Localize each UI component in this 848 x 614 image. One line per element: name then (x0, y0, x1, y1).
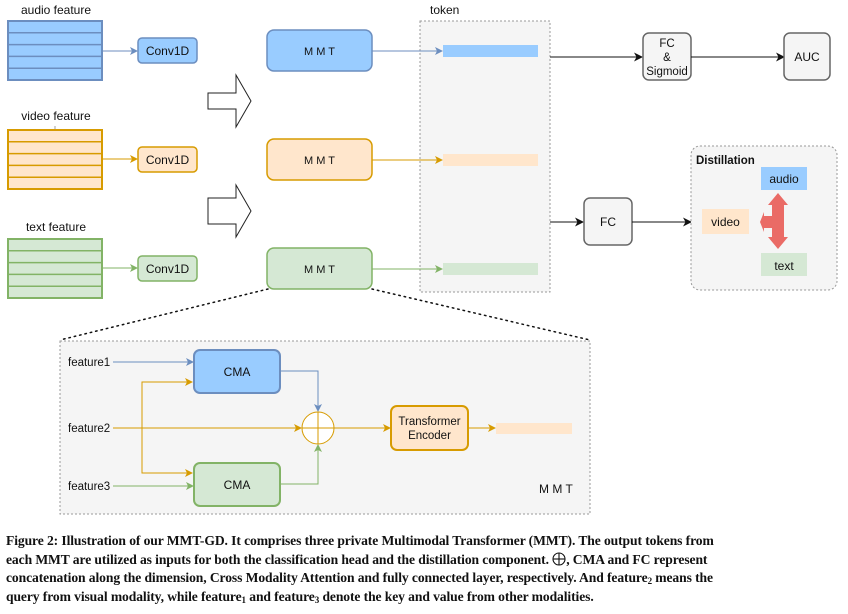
token-group: token (419, 3, 551, 293)
audio-feature-label: audio feature (21, 3, 91, 17)
distill-audio-label: audio (769, 172, 799, 186)
token-group-label: token (430, 3, 459, 17)
distillation-title: Distillation (696, 155, 755, 167)
video-conv1d-label: Conv1D (146, 153, 190, 167)
video-mmt-label: M M T (304, 155, 335, 167)
caption-line-3-tail: means the (651, 570, 713, 585)
distill-video-label: video (711, 215, 740, 229)
caption-line-4-tail: denote the key and value from other moda… (319, 588, 594, 604)
caption-subscript: 3 (314, 594, 320, 605)
transformer-encoder-box: Transformer Encoder (390, 405, 469, 451)
video-row: video feature Conv1D M M T (7, 109, 373, 190)
distill-text-label: text (774, 259, 794, 273)
concat-oplus-icon (301, 411, 335, 445)
caption-line-4-text: query from visual modality, while featur… (6, 588, 242, 604)
audio-conv1d-label: Conv1D (146, 44, 190, 58)
audio-conv1d-box: Conv1D (137, 37, 198, 64)
text-mmt-box: M M T (266, 247, 373, 290)
audio-mmt-label: M M T (304, 46, 335, 58)
oplus-icon (552, 551, 566, 566)
caption-line-1: Figure 2: Illustration of our MMT-GD. It… (6, 533, 714, 548)
cma-top-box: CMA (193, 349, 281, 394)
feature2-branch-to-cmas (141, 378, 193, 428)
mmt-detail-group-label: M M T (539, 482, 573, 496)
distill-fc-label: FC (600, 215, 616, 229)
caption-line-2-text: each MMT are utilized as inputs for both… (6, 551, 549, 567)
feature1-label: feature1 (68, 357, 110, 369)
feature2-branch-to-cma-bottom (141, 428, 193, 477)
video-mmt-box: M M T (266, 138, 373, 181)
text-token (443, 263, 538, 275)
encoder-label-line1: Transformer (398, 416, 460, 428)
three-way-distill-arrow-icon (760, 193, 788, 249)
fc-sigmoid-label-line3: Sigmoid (646, 66, 688, 78)
cma-bottom-label: CMA (224, 478, 251, 492)
encoder-label-line2: Encoder (408, 430, 451, 442)
auc-label: AUC (794, 50, 820, 64)
architecture-diagram: audio feature Conv1D M M T video feature (7, 3, 838, 515)
audio-token (443, 45, 538, 57)
cma-top-label: CMA (224, 365, 251, 379)
text-mmt-label: M M T (304, 264, 335, 276)
text-feature-label: text feature (26, 220, 86, 234)
fc-sigmoid-box: FC & Sigmoid (642, 32, 692, 81)
mmt-output-token (496, 423, 572, 434)
distill-audio-box (761, 167, 807, 190)
caption-line-4-mid: and feature (245, 588, 315, 604)
cma-bottom-to-concat-arrow (280, 444, 322, 485)
feature3-label: feature3 (68, 481, 110, 493)
cma-bottom-box: CMA (193, 462, 281, 507)
audio-mmt-box: M M T (266, 29, 373, 72)
fc-sigmoid-label-line1: FC (659, 38, 674, 50)
text-conv1d-box: Conv1D (137, 255, 198, 282)
caption-subscript: 2 (647, 576, 653, 586)
text-feature-matrix (7, 238, 103, 299)
mmt-detail-group: M M T feature1 feature2 feature3 CMA CMA (59, 340, 591, 515)
distillation-group: Distillation audio video text (690, 145, 838, 291)
block-arrow-icon (207, 183, 252, 239)
zoom-connector-right (371, 288, 591, 341)
video-feature-label: video feature (21, 109, 91, 123)
caption-line-4: query from visual modality, while featur… (6, 588, 842, 607)
text-conv1d-label: Conv1D (146, 262, 190, 276)
video-conv1d-box: Conv1D (137, 146, 198, 173)
audio-feature-matrix (7, 20, 103, 81)
video-token (443, 154, 538, 166)
caption-subscript: 1 (241, 594, 247, 605)
feature2-label: feature2 (68, 423, 110, 435)
figure-caption: Figure 2: Illustration of our MMT-GD. It… (6, 532, 842, 606)
video-feature-matrix (7, 129, 103, 190)
caption-line-2-tail: , CMA and FC represent (566, 551, 708, 567)
caption-line-3-text: concatenation along the dimension, Cross… (6, 570, 648, 585)
distill-text-box (761, 253, 807, 276)
cma-top-to-concat-arrow (280, 370, 322, 412)
auc-box: AUC (783, 32, 831, 81)
distill-video-box (702, 209, 749, 234)
fc-sigmoid-label-line2: & (663, 52, 671, 64)
caption-line-3: concatenation along the dimension, Cross… (6, 569, 842, 588)
distill-fc-box: FC (583, 197, 633, 246)
caption-line-2: each MMT are utilized as inputs for both… (6, 551, 842, 570)
block-arrow-icon (207, 73, 252, 129)
text-row: text feature Conv1D M M T (7, 220, 373, 299)
audio-row: audio feature Conv1D M M T (7, 3, 373, 81)
